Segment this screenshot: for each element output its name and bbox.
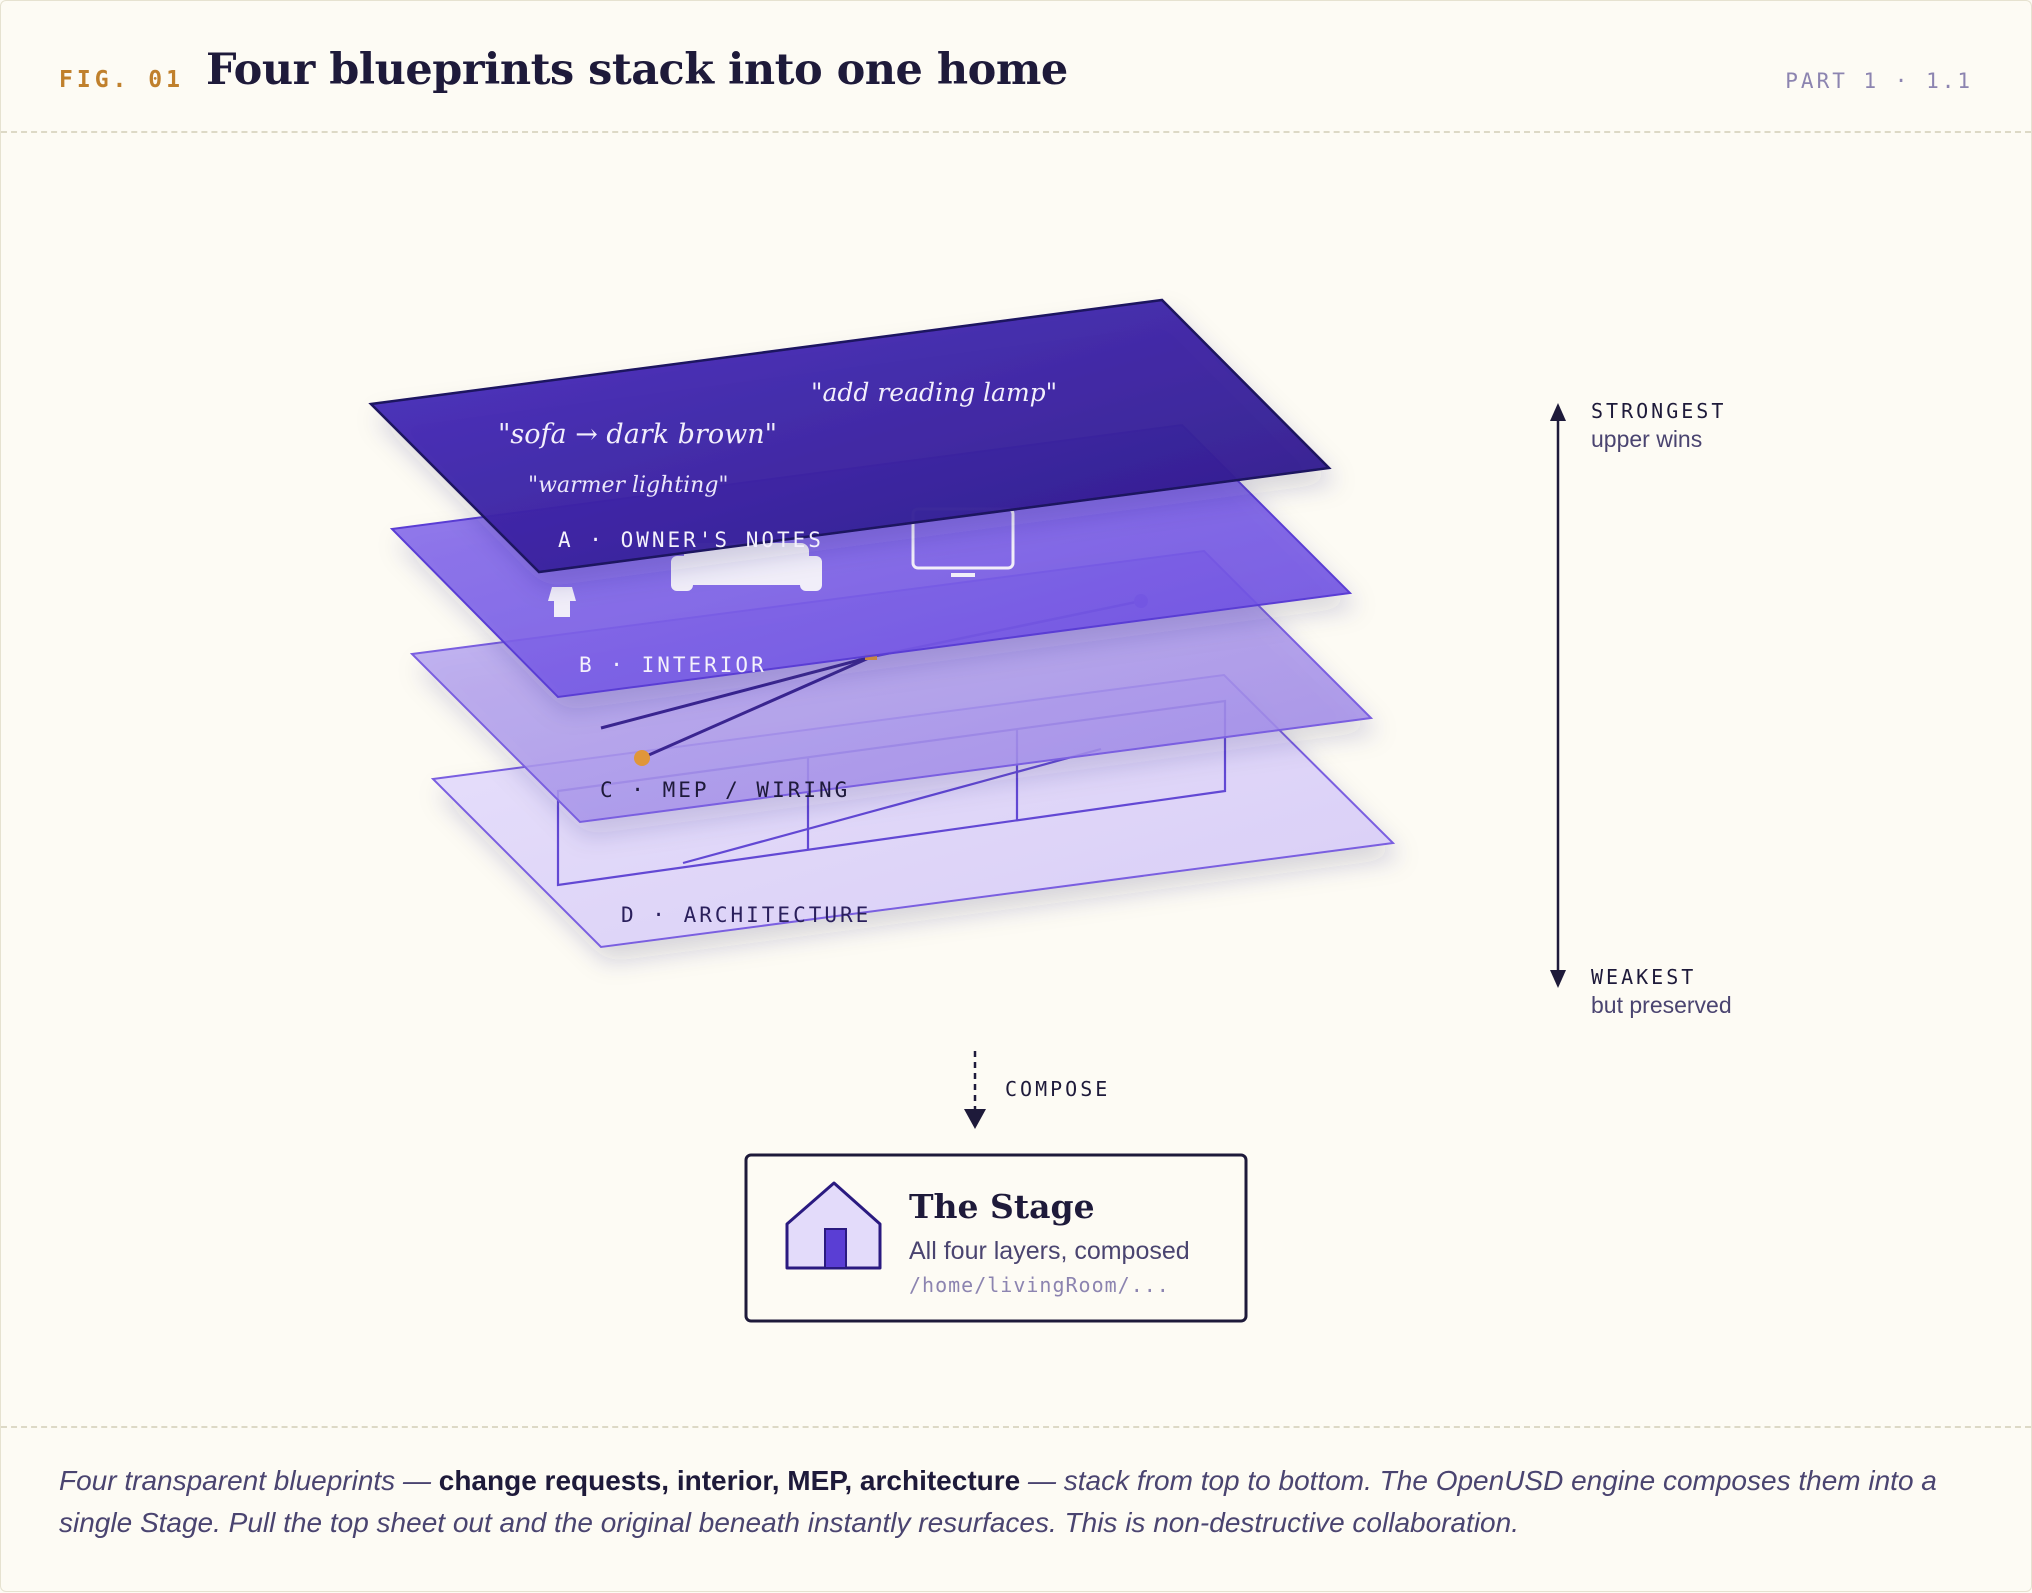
figure-footer: Four transparent blueprints — change req… [1,1426,2031,1593]
arrow-up-icon [1550,403,1566,421]
compose-label: COMPOSE [1005,1077,1110,1101]
layer-a-label: A · OWNER'S NOTES [558,528,824,552]
lamp-icon [548,587,576,617]
strength-axis: STRONGEST upper wins WEAKEST but preserv… [1550,399,1732,1018]
figure-number: FIG. 01 [59,67,184,93]
stage-card: The Stage All four layers, composed /hom… [744,1153,1248,1323]
caption-text: — stack from top to bottom. The OpenUSD … [59,1465,1937,1538]
layer-a-owners-notes: "add reading lamp" "sofa → dark brown" "… [368,298,1332,574]
sheet-a [368,298,1332,574]
junction-dot [865,654,877,660]
note-reading-lamp: "add reading lamp" [811,378,1057,407]
weakest-label: WEAKEST [1591,965,1696,989]
layer-c-label: C · MEP / WIRING [600,778,850,802]
house-icon [785,1181,882,1270]
layer-d-label: D · ARCHITECTURE [621,903,871,927]
compose-arrow: COMPOSE [964,1051,1110,1129]
strongest-label: STRONGEST [1591,399,1726,423]
figure-caption: Four transparent blueprints — change req… [59,1460,1979,1544]
part-label: PART 1 · 1.1 [1785,69,1973,93]
junction-dot [634,750,650,766]
caption-emphasis: change requests, interior, MEP, architec… [438,1465,1021,1496]
stage-title: The Stage [909,1187,1095,1226]
arrow-down-icon [964,1109,986,1129]
weakest-sublabel: but preserved [1591,992,1732,1018]
figure-header: FIG. 01 Four blueprints stack into one h… [1,1,2031,133]
layer-stack-diagram: D · ARCHITECTURE C · MEP / WIRING [368,298,1732,1323]
note-sofa: "sofa → dark brown" [498,419,777,450]
layer-b-label: B · INTERIOR [579,653,767,677]
figure-title: Four blueprints stack into one home [206,45,1068,95]
sofa-icon [671,543,822,591]
strongest-sublabel: upper wins [1591,426,1702,452]
stage-path: /home/livingRoom/... [909,1273,1170,1297]
caption-text: Four transparent blueprints — [59,1465,439,1496]
arrow-down-icon [1550,970,1566,988]
note-lighting: "warmer lighting" [528,473,729,498]
stage-subtitle: All four layers, composed [909,1237,1190,1265]
